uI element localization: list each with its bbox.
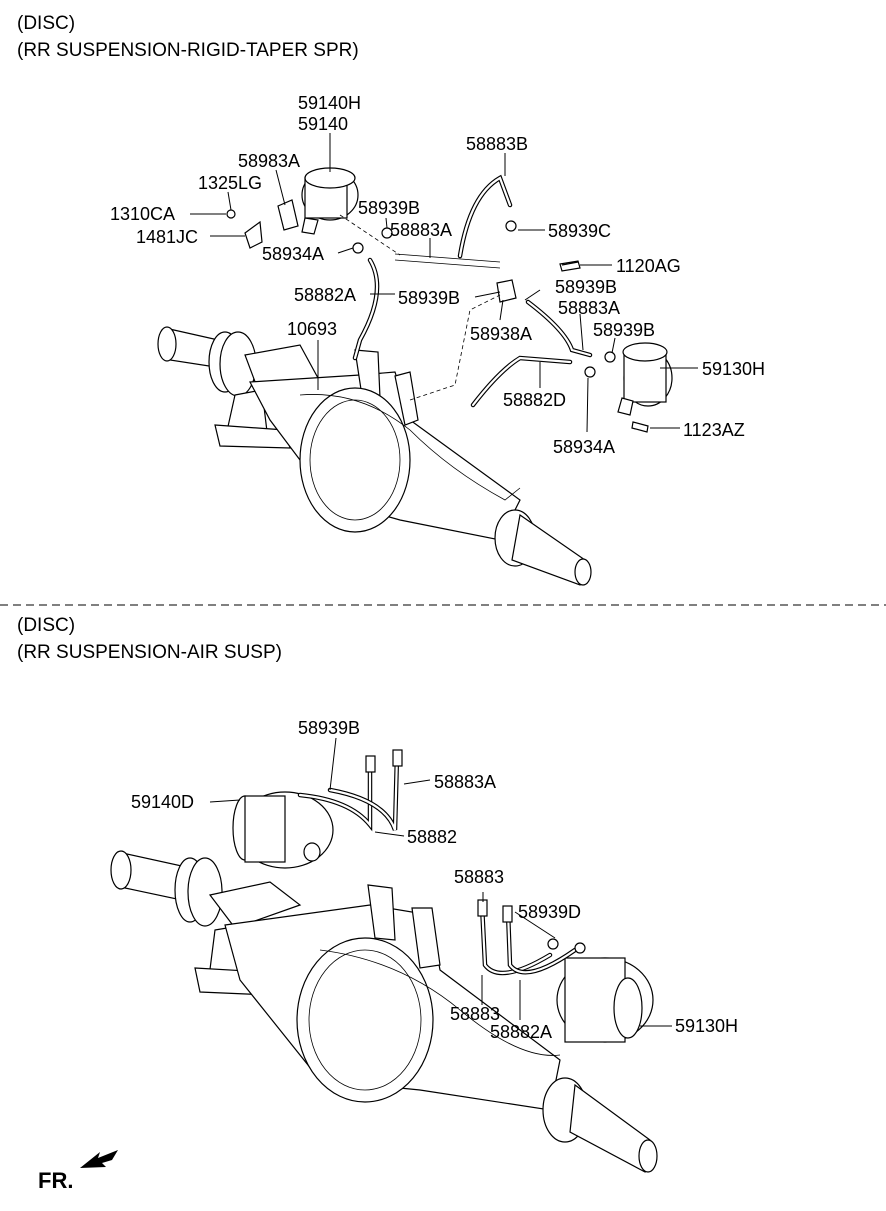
label-58939C: 58939C [548, 221, 611, 241]
label-58882: 58882 [407, 827, 457, 847]
label-58883B: 58883B [466, 134, 528, 154]
label-58939B-b: 58939B [555, 277, 617, 297]
section1-labels: 59140H 59140 58883B 58983A 1325LG 58939B… [110, 93, 765, 457]
section2-leader-lines [209, 737, 672, 1027]
section1-header-line1: (DISC) [17, 13, 76, 34]
label-59140D: 59140D [131, 792, 194, 812]
label-58939B: 58939B [298, 718, 360, 738]
label-58939D: 58939D [518, 902, 581, 922]
label-59130H: 59130H [675, 1016, 738, 1036]
label-58939B-d: 58939B [593, 320, 655, 340]
label-59140: 59140 [298, 114, 348, 134]
label-58882A: 58882A [490, 1022, 552, 1042]
label-58934A-b: 58934A [553, 437, 615, 457]
label-58883A-b: 58883A [558, 298, 620, 318]
label-58938A: 58938A [470, 324, 532, 344]
label-59130H-a: 59130H [702, 359, 765, 379]
label-58882A: 58882A [294, 285, 356, 305]
label-59140H: 59140H [298, 93, 361, 113]
section2-labels: 58939B 58883A 59140D 58882 58883 58939D … [131, 718, 738, 1042]
label-58939B-c: 58939B [398, 288, 460, 308]
front-direction-label: FR. [38, 1168, 74, 1193]
section2-header-line2: (RR SUSPENSION-AIR SUSP) [17, 642, 282, 663]
section1-header-line2: (RR SUSPENSION-RIGID-TAPER SPR) [17, 40, 359, 61]
label-1481JC: 1481JC [136, 227, 198, 247]
label-1310CA: 1310CA [110, 204, 175, 224]
label-58934A-a: 58934A [262, 244, 324, 264]
section1-axle-drawing [157, 167, 673, 586]
section2-axle-drawing [110, 749, 658, 1173]
label-58883A: 58883A [434, 772, 496, 792]
section1-leader-lines [190, 133, 698, 433]
label-1123AZ: 1123AZ [683, 420, 745, 440]
front-arrow-icon [80, 1150, 118, 1168]
label-1120AG: 1120AG [616, 256, 681, 276]
label-58983A: 58983A [238, 151, 300, 171]
label-58939B-a: 58939B [358, 198, 420, 218]
label-58882D: 58882D [503, 390, 566, 410]
label-58883-a: 58883 [454, 867, 504, 887]
section2-header-line1: (DISC) [17, 615, 76, 636]
label-10693: 10693 [287, 319, 337, 339]
label-1325LG: 1325LG [198, 173, 262, 193]
label-58883A-a: 58883A [390, 220, 452, 240]
label-58883-b: 58883 [450, 1004, 500, 1024]
